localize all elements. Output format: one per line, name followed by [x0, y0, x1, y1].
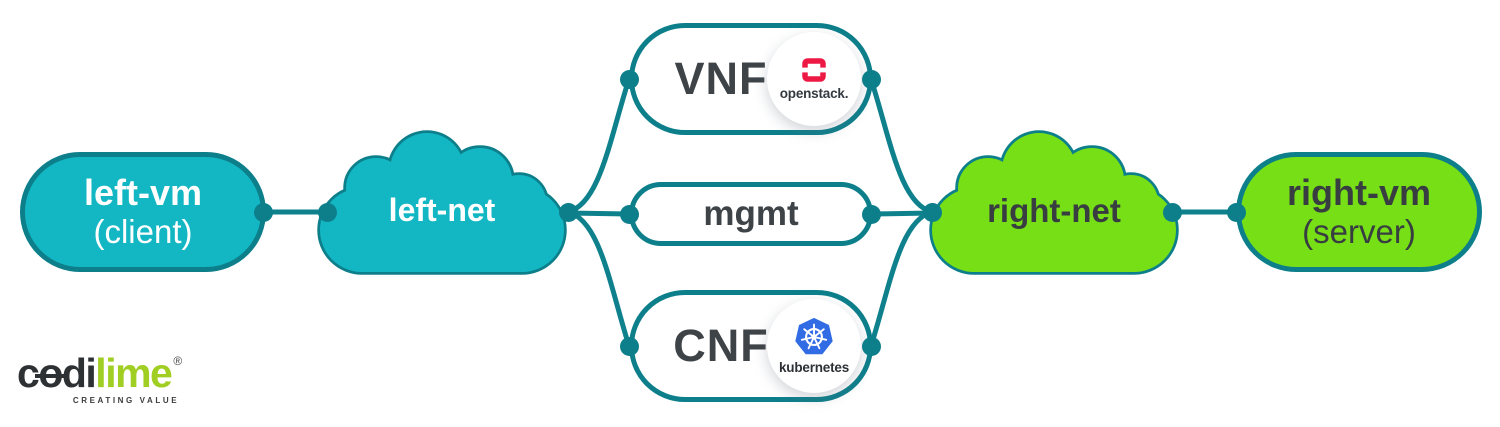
connection-dot	[619, 336, 639, 356]
mgmt-label: mgmt	[703, 194, 799, 233]
connection-dot	[1162, 202, 1182, 222]
kubernetes-label: kubernetes	[778, 360, 850, 375]
connection-dot	[317, 202, 337, 222]
connection-dot	[253, 202, 273, 222]
registered-mark: ®	[173, 354, 183, 368]
node-vnf: VNF openstack.	[629, 23, 873, 135]
node-right-vm: right-vm (server)	[1236, 152, 1482, 272]
connection-dot	[619, 69, 639, 89]
edge-vnf-right-net	[868, 76, 935, 215]
edge-cnf-right-net	[868, 209, 935, 349]
left-vm-title: left-vm	[83, 172, 203, 214]
left-vm-subtitle: (client)	[93, 212, 193, 250]
connection-dot	[619, 204, 639, 224]
openstack-badge: openstack.	[767, 32, 861, 126]
codilime-logo: codilime® CREATING VALUE	[17, 350, 183, 406]
openstack-icon	[801, 58, 827, 82]
right-vm-subtitle: (server)	[1302, 212, 1416, 250]
right-net-label: right-net	[987, 192, 1121, 229]
connection-dot	[558, 202, 578, 222]
logo-text-dark: c	[17, 350, 40, 396]
left-net-label: left-net	[388, 192, 496, 228]
node-left-net: left-net	[314, 128, 570, 278]
node-left-vm: left-vm (client)	[20, 152, 266, 272]
connection-dot	[861, 336, 881, 356]
connection-dot	[861, 204, 881, 224]
cnf-label: CNF	[673, 320, 769, 371]
logo-text-lime: lime	[95, 350, 173, 396]
logo-text-dark: di	[61, 350, 97, 396]
vnf-label: VNF	[674, 53, 768, 104]
openstack-label: openstack.	[779, 86, 849, 101]
edge-left-net-vnf	[565, 76, 632, 215]
codilime-wordmark: codilime®	[17, 350, 183, 396]
connection-dot	[1226, 202, 1246, 222]
kubernetes-icon	[795, 317, 833, 355]
node-right-net: right-net	[926, 128, 1182, 278]
logo-barred-o: o	[35, 350, 66, 396]
node-cnf: CNF kubernetes	[629, 290, 873, 402]
edge-left-net-cnf	[565, 209, 632, 349]
connection-dot	[861, 69, 881, 89]
codilime-tagline: CREATING VALUE	[72, 396, 180, 406]
edge-left-net-mgmt	[565, 210, 632, 217]
right-vm-title: right-vm	[1287, 172, 1431, 214]
node-mgmt: mgmt	[629, 182, 873, 246]
kubernetes-badge: kubernetes	[767, 299, 861, 393]
connection-dot	[922, 202, 942, 222]
edge-mgmt-right-net	[868, 210, 935, 217]
